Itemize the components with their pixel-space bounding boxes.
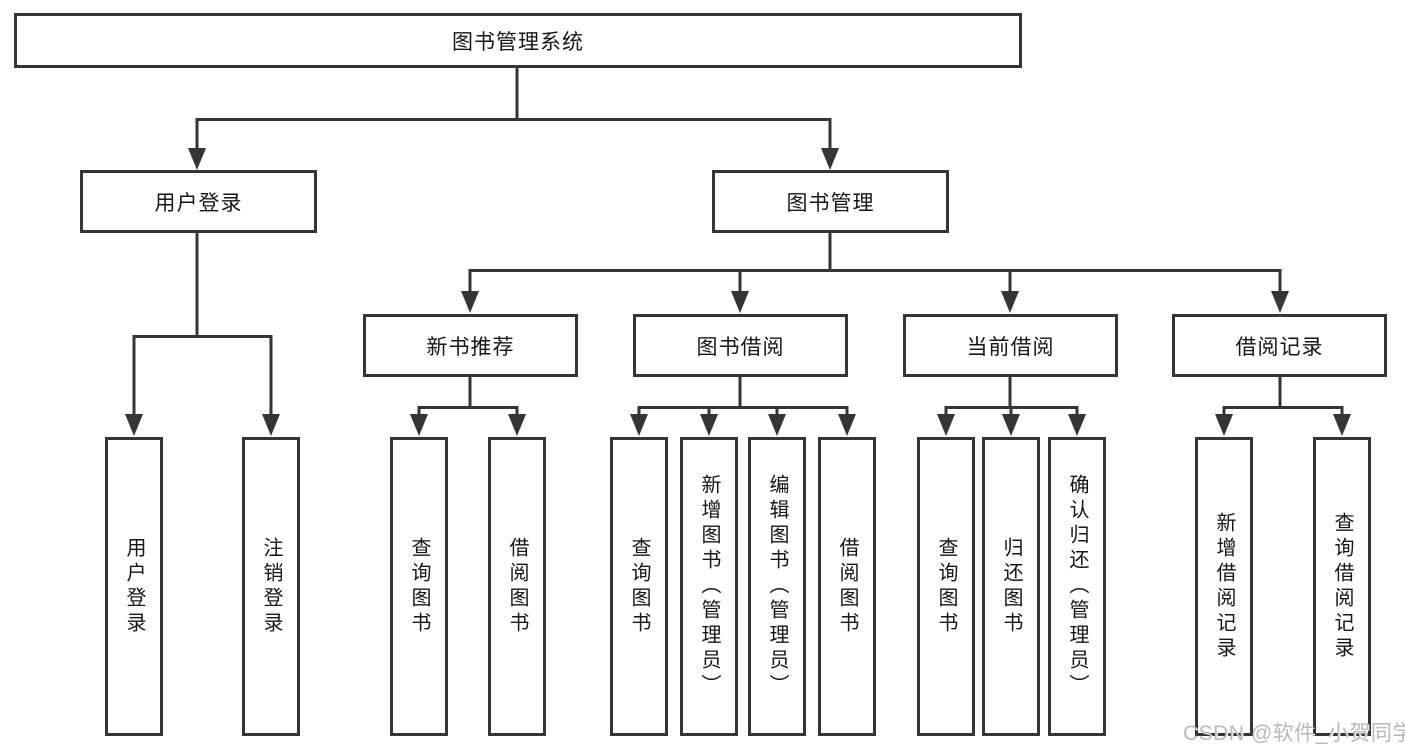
leaf-borrow-edit-books-admin: 编辑图书（管理员） <box>748 437 806 736</box>
node-current-borrow: 当前借阅 <box>903 314 1118 377</box>
leaf-user-login: 用户登录 <box>105 437 163 736</box>
node-new-book-recommend: 新书推荐 <box>363 314 578 377</box>
leaf-current-confirm-return-admin: 确认归还（管理员） <box>1048 437 1106 736</box>
leaf-borrow-add-books-admin: 新增图书（管理员） <box>680 437 738 736</box>
tree-arrowheads <box>125 148 1351 436</box>
leaf-current-return-books: 归还图书 <box>982 437 1040 736</box>
node-book-management: 图书管理 <box>712 170 949 233</box>
node-root: 图书管理系统 <box>14 13 1022 68</box>
leaf-current-query-books: 查询图书 <box>917 437 975 736</box>
node-book-borrow: 图书借阅 <box>633 314 848 377</box>
node-user-login: 用户登录 <box>80 170 317 233</box>
leaf-borrow-borrow-books: 借阅图书 <box>818 437 876 736</box>
leaf-newbooks-borrow-books: 借阅图书 <box>488 437 546 736</box>
node-borrow-records: 借阅记录 <box>1172 314 1387 377</box>
tree-connector-lines <box>132 68 1344 416</box>
leaf-records-add-borrow-record: 新增借阅记录 <box>1195 437 1253 736</box>
leaf-logout: 注销登录 <box>242 437 300 736</box>
leaf-records-query-borrow-record: 查询借阅记录 <box>1313 437 1371 736</box>
leaf-newbooks-query-books: 查询图书 <box>390 437 448 736</box>
leaf-borrow-query-books: 查询图书 <box>610 437 668 736</box>
csdn-watermark: CSDN @软件_小贺同学 <box>1183 722 1405 745</box>
